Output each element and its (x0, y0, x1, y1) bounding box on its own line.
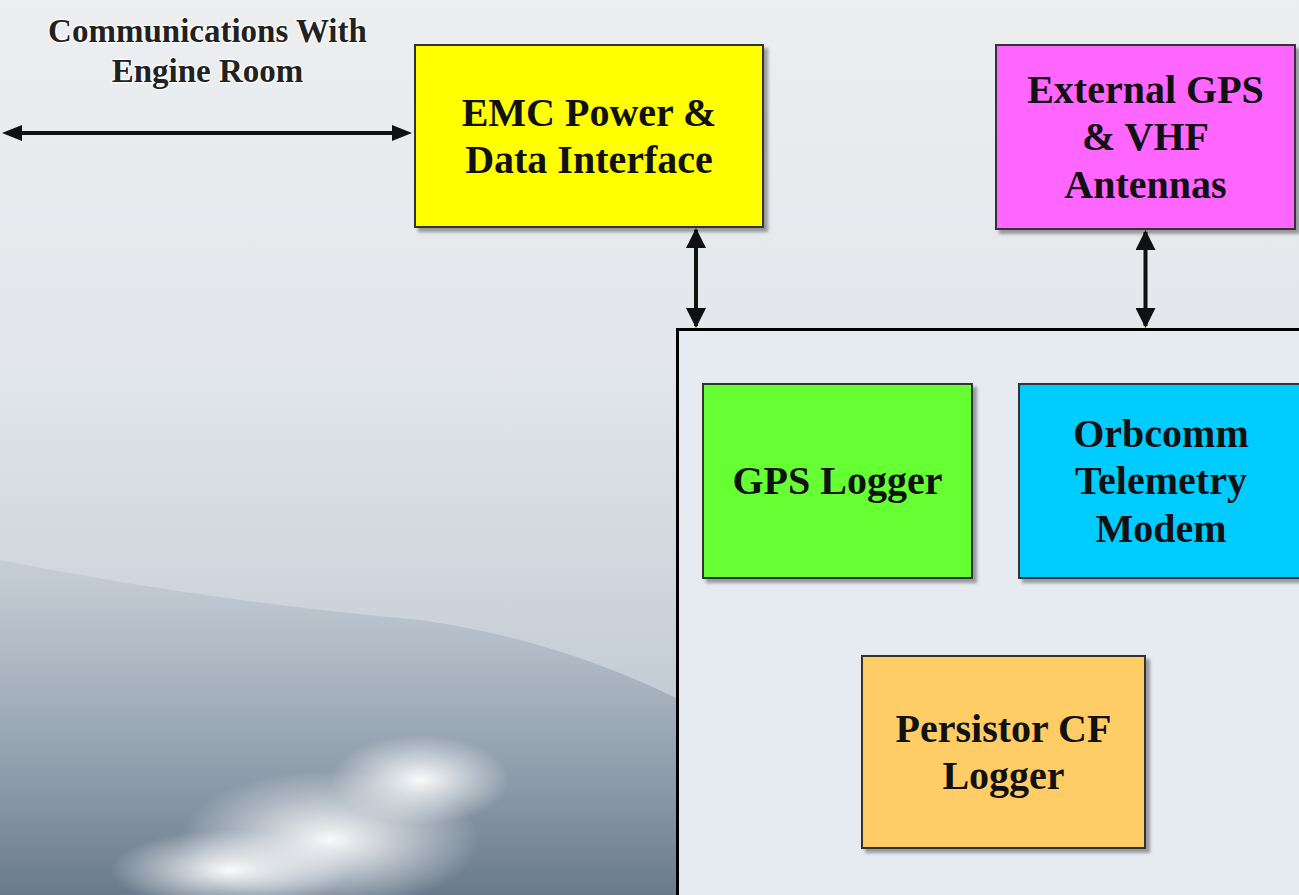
wave-foam (330, 735, 510, 825)
engine-room-arrow (2, 125, 412, 141)
logger-box: GPS Logger (702, 383, 973, 579)
logger-box: Persistor CF Logger (861, 655, 1146, 849)
connector-arrow (1144, 232, 1148, 326)
link-label: Communications With Engine Room (20, 12, 395, 91)
interface-box: EMC Power & Data Interface (414, 44, 764, 228)
box-label: External GPS & VHF Antennas (997, 66, 1294, 208)
box-label: Persistor CF Logger (863, 705, 1144, 799)
modem-box: Orbcomm Telemetry Modem (1018, 383, 1299, 579)
antenna-box: External GPS & VHF Antennas (995, 44, 1296, 230)
wave-foam (110, 830, 350, 895)
box-label: Orbcomm Telemetry Modem (1020, 410, 1299, 552)
connector-arrow (694, 230, 698, 326)
box-label: GPS Logger (723, 457, 953, 504)
box-label: EMC Power & Data Interface (416, 89, 762, 183)
enclosure-box: GPS Logger Orbcomm Telemetry ModemPersist… (676, 328, 1299, 895)
